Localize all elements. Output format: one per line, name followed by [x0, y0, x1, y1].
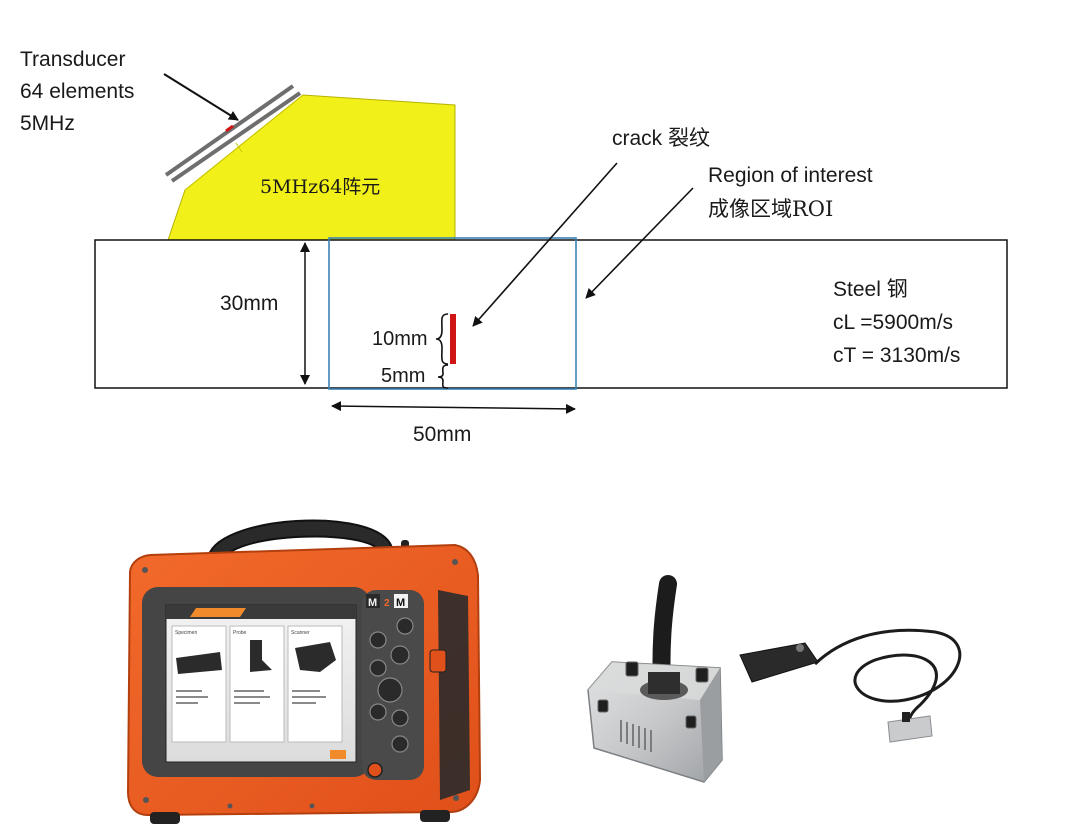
crack-label: crack 裂纹	[612, 127, 710, 150]
crack-height-label: 10mm	[372, 328, 428, 350]
wedge	[167, 94, 456, 241]
material-label-line1: Steel 钢	[833, 278, 908, 301]
probe-connector-cable	[813, 628, 962, 726]
roi-width-arrow	[331, 401, 576, 414]
probe-screws	[597, 661, 709, 729]
instrument-power-button	[367, 762, 383, 778]
svg-text:M: M	[368, 597, 377, 609]
instrument-logo: M 2 M	[366, 594, 408, 609]
roi-box	[328, 237, 577, 390]
roi-width-label: 50mm	[413, 423, 471, 446]
transducer-array	[164, 84, 302, 183]
crack-offset-brace	[437, 364, 449, 389]
crack-offset-label: 5mm	[381, 365, 425, 387]
probe-connector	[739, 642, 819, 683]
transducer-pointer-arrow	[163, 73, 239, 121]
roi-label-line1: Region of interest	[708, 164, 873, 187]
transducer-label-line2: 64 elements	[20, 80, 134, 103]
svg-text:M: M	[396, 597, 405, 609]
wedge-label: 5MHz64阵元	[260, 176, 380, 198]
probe-small-housing	[887, 715, 933, 743]
screen-panel-scanner: Scanner	[291, 630, 310, 636]
roi-pointer-arrow	[585, 187, 694, 299]
transducer-label-line1: Transducer	[20, 48, 125, 71]
roi-label-line2: 成像区域ROI	[708, 197, 833, 221]
crack	[450, 314, 456, 364]
svg-text:2: 2	[384, 598, 390, 609]
transducer-label-line3: 5MHz	[20, 112, 75, 135]
crack-height-brace	[435, 313, 449, 365]
thickness-label: 30mm	[220, 292, 278, 315]
material-label-line2: cL =5900m/s	[833, 311, 953, 334]
screen-panel-probe: Probe	[233, 630, 247, 636]
screen-panel-specimen: Specimen	[175, 630, 197, 636]
instrument-photo: Specimen Probe Scanner M 2 M	[126, 519, 482, 824]
wedge-inner-line	[184, 94, 304, 191]
wedge-divider	[235, 142, 243, 153]
material-label-line3: cT = 3130m/s	[833, 344, 960, 367]
steel-block	[94, 239, 1008, 389]
instrument-buttons	[369, 617, 414, 753]
crack-pointer-arrow	[472, 162, 618, 327]
ultrasonic-setup-diagram: Transducer 64 elements 5MHz 5MHz64阵元 30m…	[20, 48, 1008, 446]
instrument-side-grip	[438, 590, 470, 800]
probe-photo	[587, 575, 962, 783]
